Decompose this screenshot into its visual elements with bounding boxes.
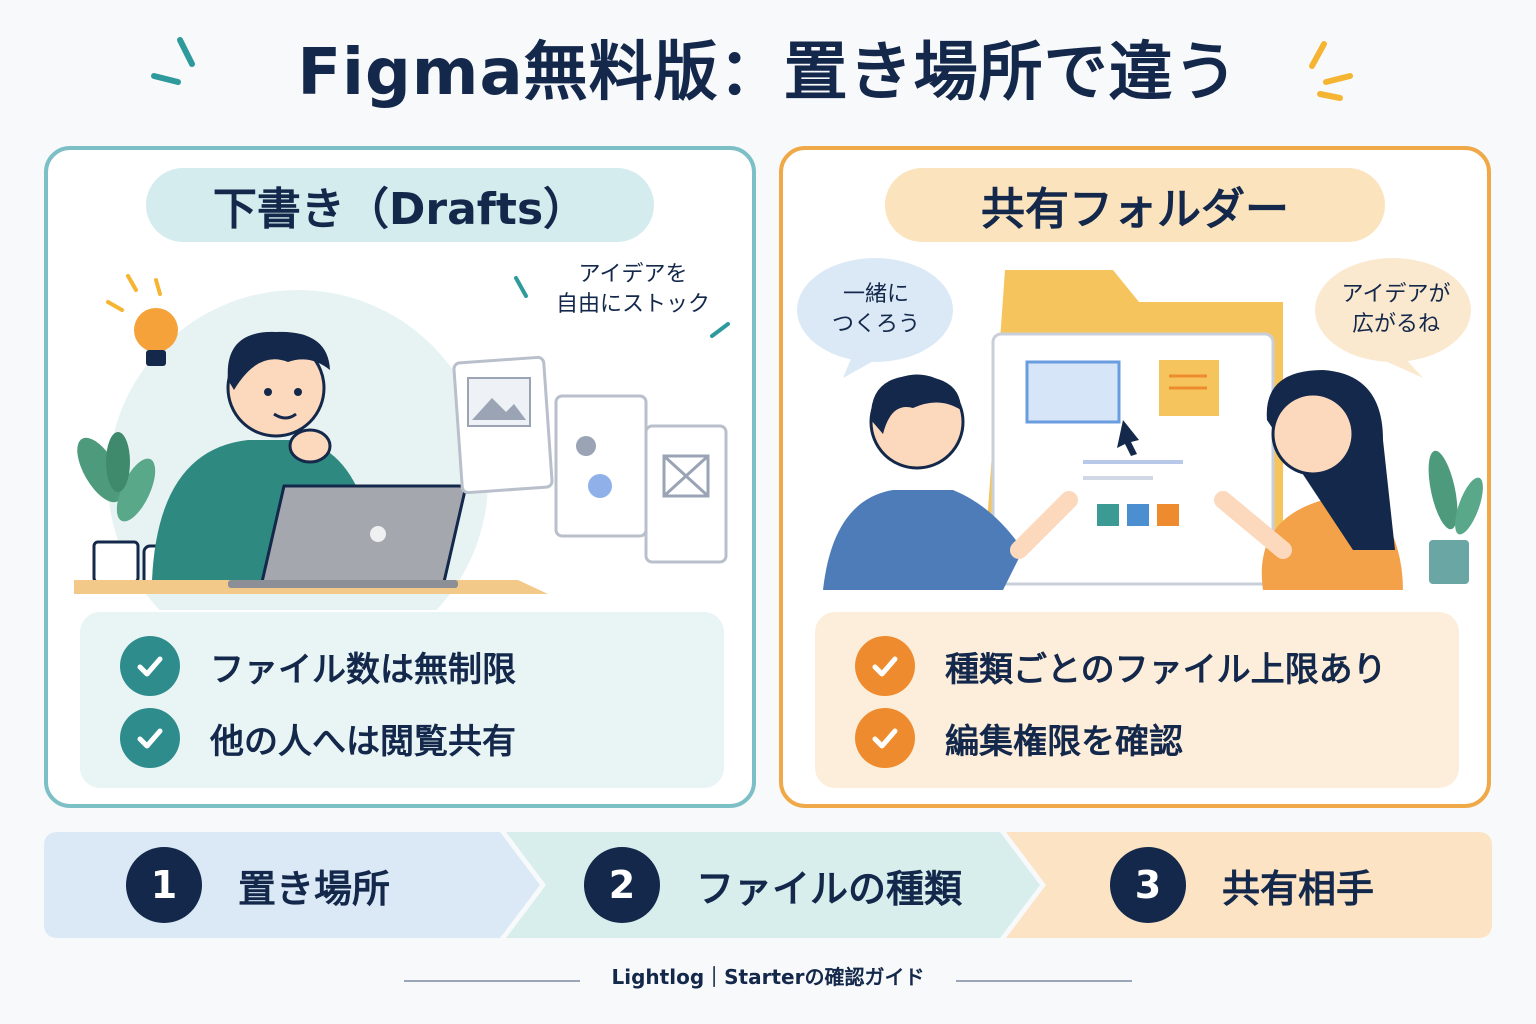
step-label-1: 置き場所 (238, 866, 391, 911)
shared-folder-illustration (797, 258, 1483, 590)
check-item: 他の人へは閲覧共有 (120, 702, 684, 774)
shared-folder-panel: 共有フォルダー (779, 146, 1491, 808)
check-item: 編集権限を確認 (855, 702, 1419, 774)
check-icon (855, 708, 915, 768)
shared-folder-heading: 共有フォルダー (885, 168, 1385, 242)
speech-bubble-right: アイデアが 広がるね (1321, 280, 1471, 340)
drafts-checklist: ファイル数は無制限 他の人へは閲覧共有 (80, 612, 724, 788)
lightbulb-icon (106, 274, 178, 366)
bubble-line-2: 広がるね (1351, 312, 1440, 337)
check-icon (855, 636, 915, 696)
bubble-line-2: つくろう (831, 312, 920, 337)
title-spark-right-icon (1309, 41, 1353, 101)
bubble-line-1: アイデアを (578, 262, 688, 287)
footer-divider-left (404, 980, 580, 982)
step-label-2: ファイルの種類 (696, 866, 963, 911)
document-cards-icon (452, 355, 728, 564)
shared-folder-checklist: 種類ごとのファイル上限あり 編集権限を確認 (815, 612, 1459, 788)
step-number-2: 2 (584, 847, 660, 923)
plant-icon (77, 432, 156, 584)
drafts-speech-bubble: アイデアを 自由にストック (548, 260, 718, 320)
bubble-line-2: 自由にストック (555, 292, 710, 317)
footer-divider-right (956, 980, 1132, 982)
drafts-illustration (74, 274, 730, 610)
drafts-heading: 下書き（Drafts） (146, 168, 654, 242)
speech-bubble-left: 一緒に つくろう (801, 280, 951, 340)
step-label-3: 共有相手 (1222, 866, 1375, 911)
bubble-line-1: アイデアが (1341, 282, 1451, 307)
check-label: 種類ごとのファイル上限あり (945, 649, 1387, 690)
check-item: 種類ごとのファイル上限あり (855, 630, 1419, 702)
check-item: ファイル数は無制限 (120, 630, 684, 702)
check-icon (120, 708, 180, 768)
footer-caption: Lightlog｜Starterの確認ガイド (611, 965, 925, 989)
step-number-3: 3 (1110, 847, 1186, 923)
drafts-panel: 下書き（Drafts） (44, 146, 756, 808)
check-icon (120, 636, 180, 696)
steps-bar: 1 置き場所 2 ファイルの種類 3 共有相手 (44, 832, 1492, 938)
title-spark-left-icon (151, 37, 195, 85)
step-number-1: 1 (126, 847, 202, 923)
check-label: ファイル数は無制限 (210, 649, 516, 690)
bubble-line-1: 一緒に (842, 282, 909, 307)
check-label: 他の人へは閲覧共有 (210, 721, 516, 762)
laptop-icon (228, 484, 468, 588)
check-label: 編集権限を確認 (945, 721, 1183, 762)
page-title: Figma無料版：置き場所で違う (297, 36, 1239, 110)
